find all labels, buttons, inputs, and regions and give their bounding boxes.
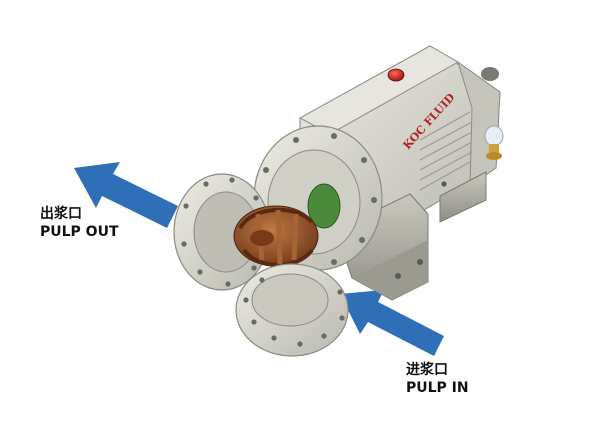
pulp-out-label-en: PULP OUT <box>40 224 119 240</box>
inlet-flange <box>235 263 349 357</box>
pulp-in-label-en: PULP IN <box>406 380 469 396</box>
pulp-out-label-cn: 出浆口 <box>40 206 82 222</box>
pulp-in-label: 进浆口 PULP IN <box>406 361 469 397</box>
pulp-out-label: 出浆口 PULP OUT <box>40 205 119 241</box>
pulp-out-arrow <box>74 162 178 228</box>
seal-ring <box>307 183 341 229</box>
oil-cup-icon <box>484 125 504 160</box>
impeller <box>233 205 319 267</box>
oil-indicator-cap <box>387 68 405 82</box>
pulp-in-arrow <box>340 290 444 356</box>
pedestal-bolts <box>395 181 447 279</box>
pulp-in-label-cn: 进浆口 <box>406 362 448 378</box>
